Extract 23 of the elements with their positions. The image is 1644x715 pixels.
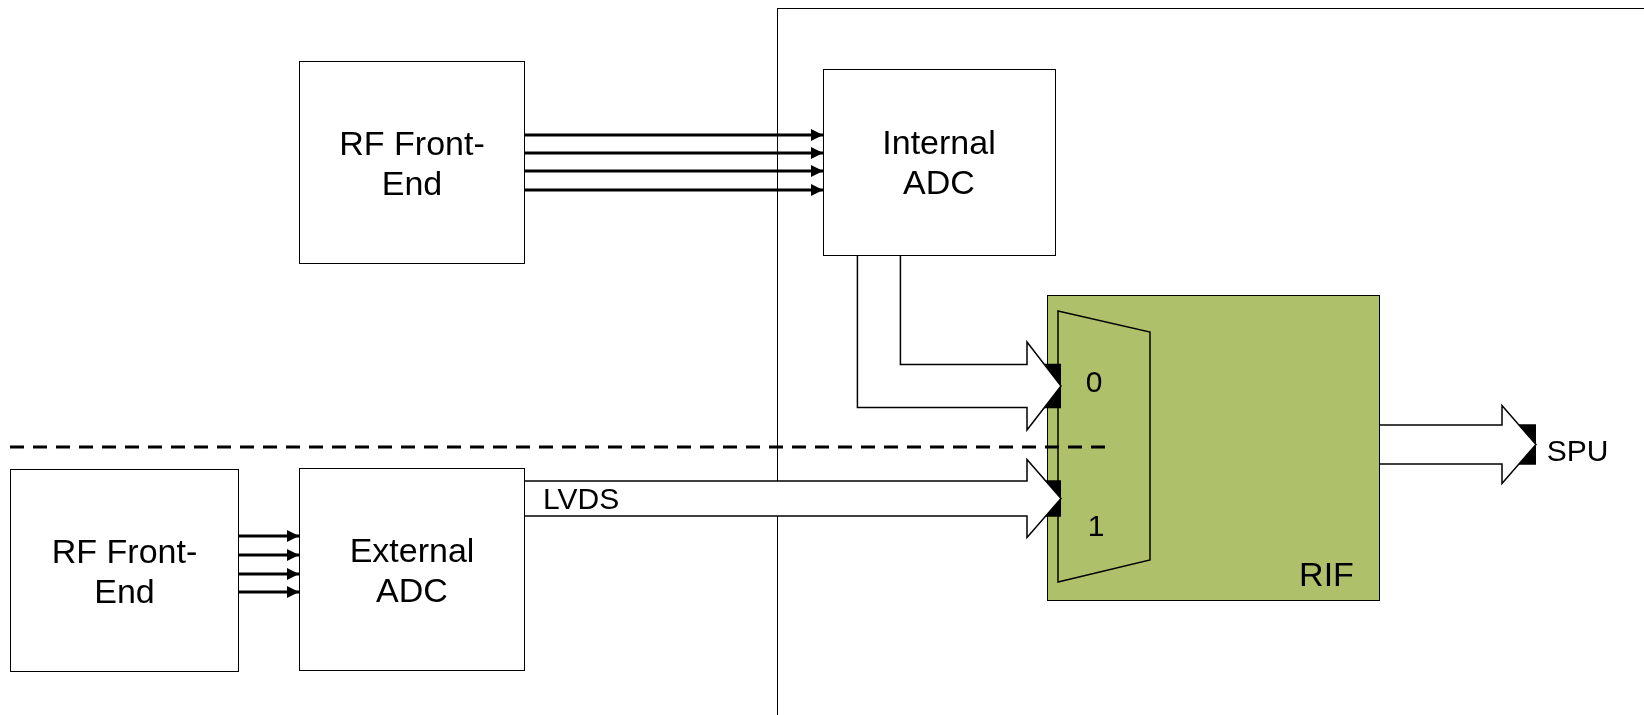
output-label: SPU xyxy=(1545,432,1610,469)
block xyxy=(299,61,525,264)
arrow xyxy=(239,530,299,542)
block-label: RIF xyxy=(1298,553,1355,594)
block xyxy=(10,469,239,672)
block-label: RF Front-End xyxy=(50,530,199,611)
arrow xyxy=(239,549,299,561)
block-label: Internal ADC xyxy=(881,122,997,202)
input-number: 0 xyxy=(1084,364,1104,400)
arrow xyxy=(525,184,823,196)
arrow xyxy=(239,586,299,598)
interface-block xyxy=(1046,294,1380,601)
chip-box xyxy=(777,8,1644,715)
arrow xyxy=(525,129,823,141)
arrow xyxy=(525,165,823,177)
input-number: 1 xyxy=(1086,508,1106,544)
block-label: External ADC xyxy=(348,529,476,610)
arrow xyxy=(525,147,823,159)
multiplexer xyxy=(1057,310,1151,583)
arrow xyxy=(239,568,299,580)
block xyxy=(822,68,1056,256)
block xyxy=(299,468,525,671)
block-label: RF Front-End xyxy=(338,122,486,203)
